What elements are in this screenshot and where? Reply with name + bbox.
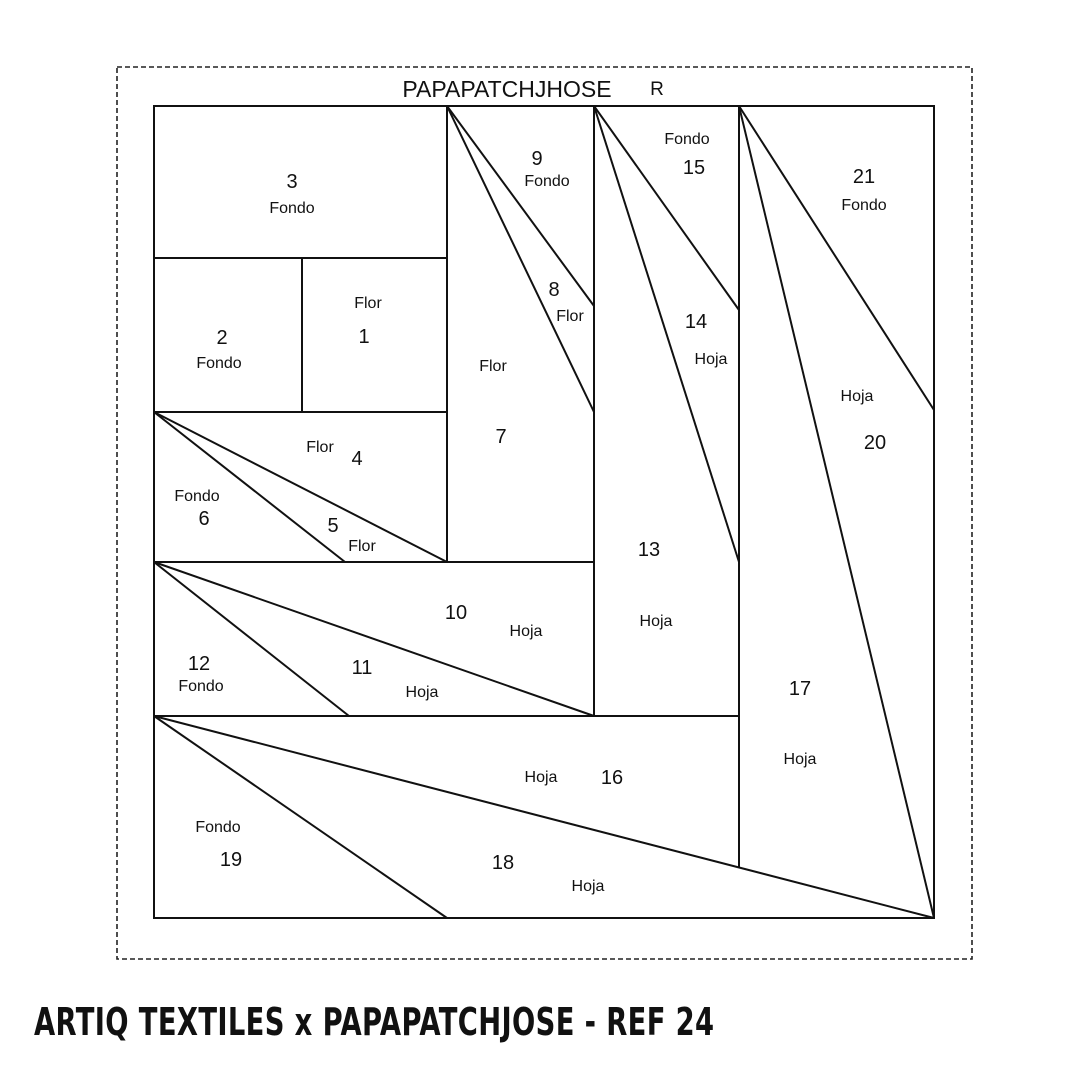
piece-8-number: 8 (548, 279, 559, 301)
caption: ARTIQ TEXTILES x PAPAPATCHJOSE - REF 24 (34, 1000, 715, 1044)
piece-10-fabric: Hoja (510, 623, 543, 640)
piece-16-fabric: Hoja (525, 769, 558, 786)
piece-3-fabric: Fondo (269, 200, 314, 217)
piece-9-fabric: Fondo (524, 173, 569, 190)
piece-21-number: 21 (853, 166, 875, 188)
piece-19-fabric: Fondo (195, 819, 240, 836)
pattern-title: PAPAPATCHJHOSE (402, 76, 611, 102)
piece-2-fabric: Fondo (196, 355, 241, 372)
piece-6-number: 6 (198, 508, 209, 530)
piece-11-number: 11 (352, 657, 373, 679)
piece-5-fabric: Flor (348, 538, 376, 555)
piece-15-number: 15 (683, 157, 705, 179)
piece-18-fabric: Hoja (572, 878, 605, 895)
piece-20-fabric: Hoja (841, 388, 874, 405)
piece-3-number: 3 (286, 171, 297, 193)
piece-7-number: 7 (495, 426, 506, 448)
piece-21-fabric: Fondo (841, 197, 886, 214)
piece-18-number: 18 (492, 852, 514, 874)
piece-14-fabric: Hoja (695, 351, 728, 368)
piece-5-number: 5 (327, 515, 338, 537)
piece-1-number: 1 (358, 326, 369, 348)
block-outline (153, 105, 935, 919)
piece-19-number: 19 (220, 849, 242, 871)
piece-17-fabric: Hoja (784, 751, 817, 768)
piece-7-fabric: Flor (479, 358, 507, 375)
cut-border (116, 66, 973, 960)
piece-6-fabric: Fondo (174, 488, 219, 505)
piece-15-fabric: Fondo (664, 131, 709, 148)
piece-11-fabric: Hoja (406, 684, 439, 701)
piece-10-number: 10 (445, 602, 467, 624)
piece-4-number: 4 (351, 448, 362, 470)
piece-9-number: 9 (531, 148, 542, 170)
piece-12-fabric: Fondo (178, 678, 223, 695)
piece-8-fabric: Flor (556, 308, 584, 325)
piece-16-number: 16 (601, 767, 623, 789)
piece-2-number: 2 (216, 327, 227, 349)
piece-17-number: 17 (789, 678, 811, 700)
registered-mark: R (650, 79, 664, 100)
pattern-lines (153, 105, 935, 919)
piece-4-fabric: Flor (306, 439, 334, 456)
piece-14-number: 14 (685, 311, 707, 333)
piece-13-fabric: Hoja (640, 613, 673, 630)
piece-1-fabric: Flor (354, 295, 382, 312)
piece-13-number: 13 (638, 539, 660, 561)
piece-12-number: 12 (188, 653, 210, 675)
piece-labels: Flor 1 2 Fondo 3 Fondo Flor 4 5 Flor Fon… (174, 131, 886, 895)
piece-20-number: 20 (864, 432, 886, 454)
